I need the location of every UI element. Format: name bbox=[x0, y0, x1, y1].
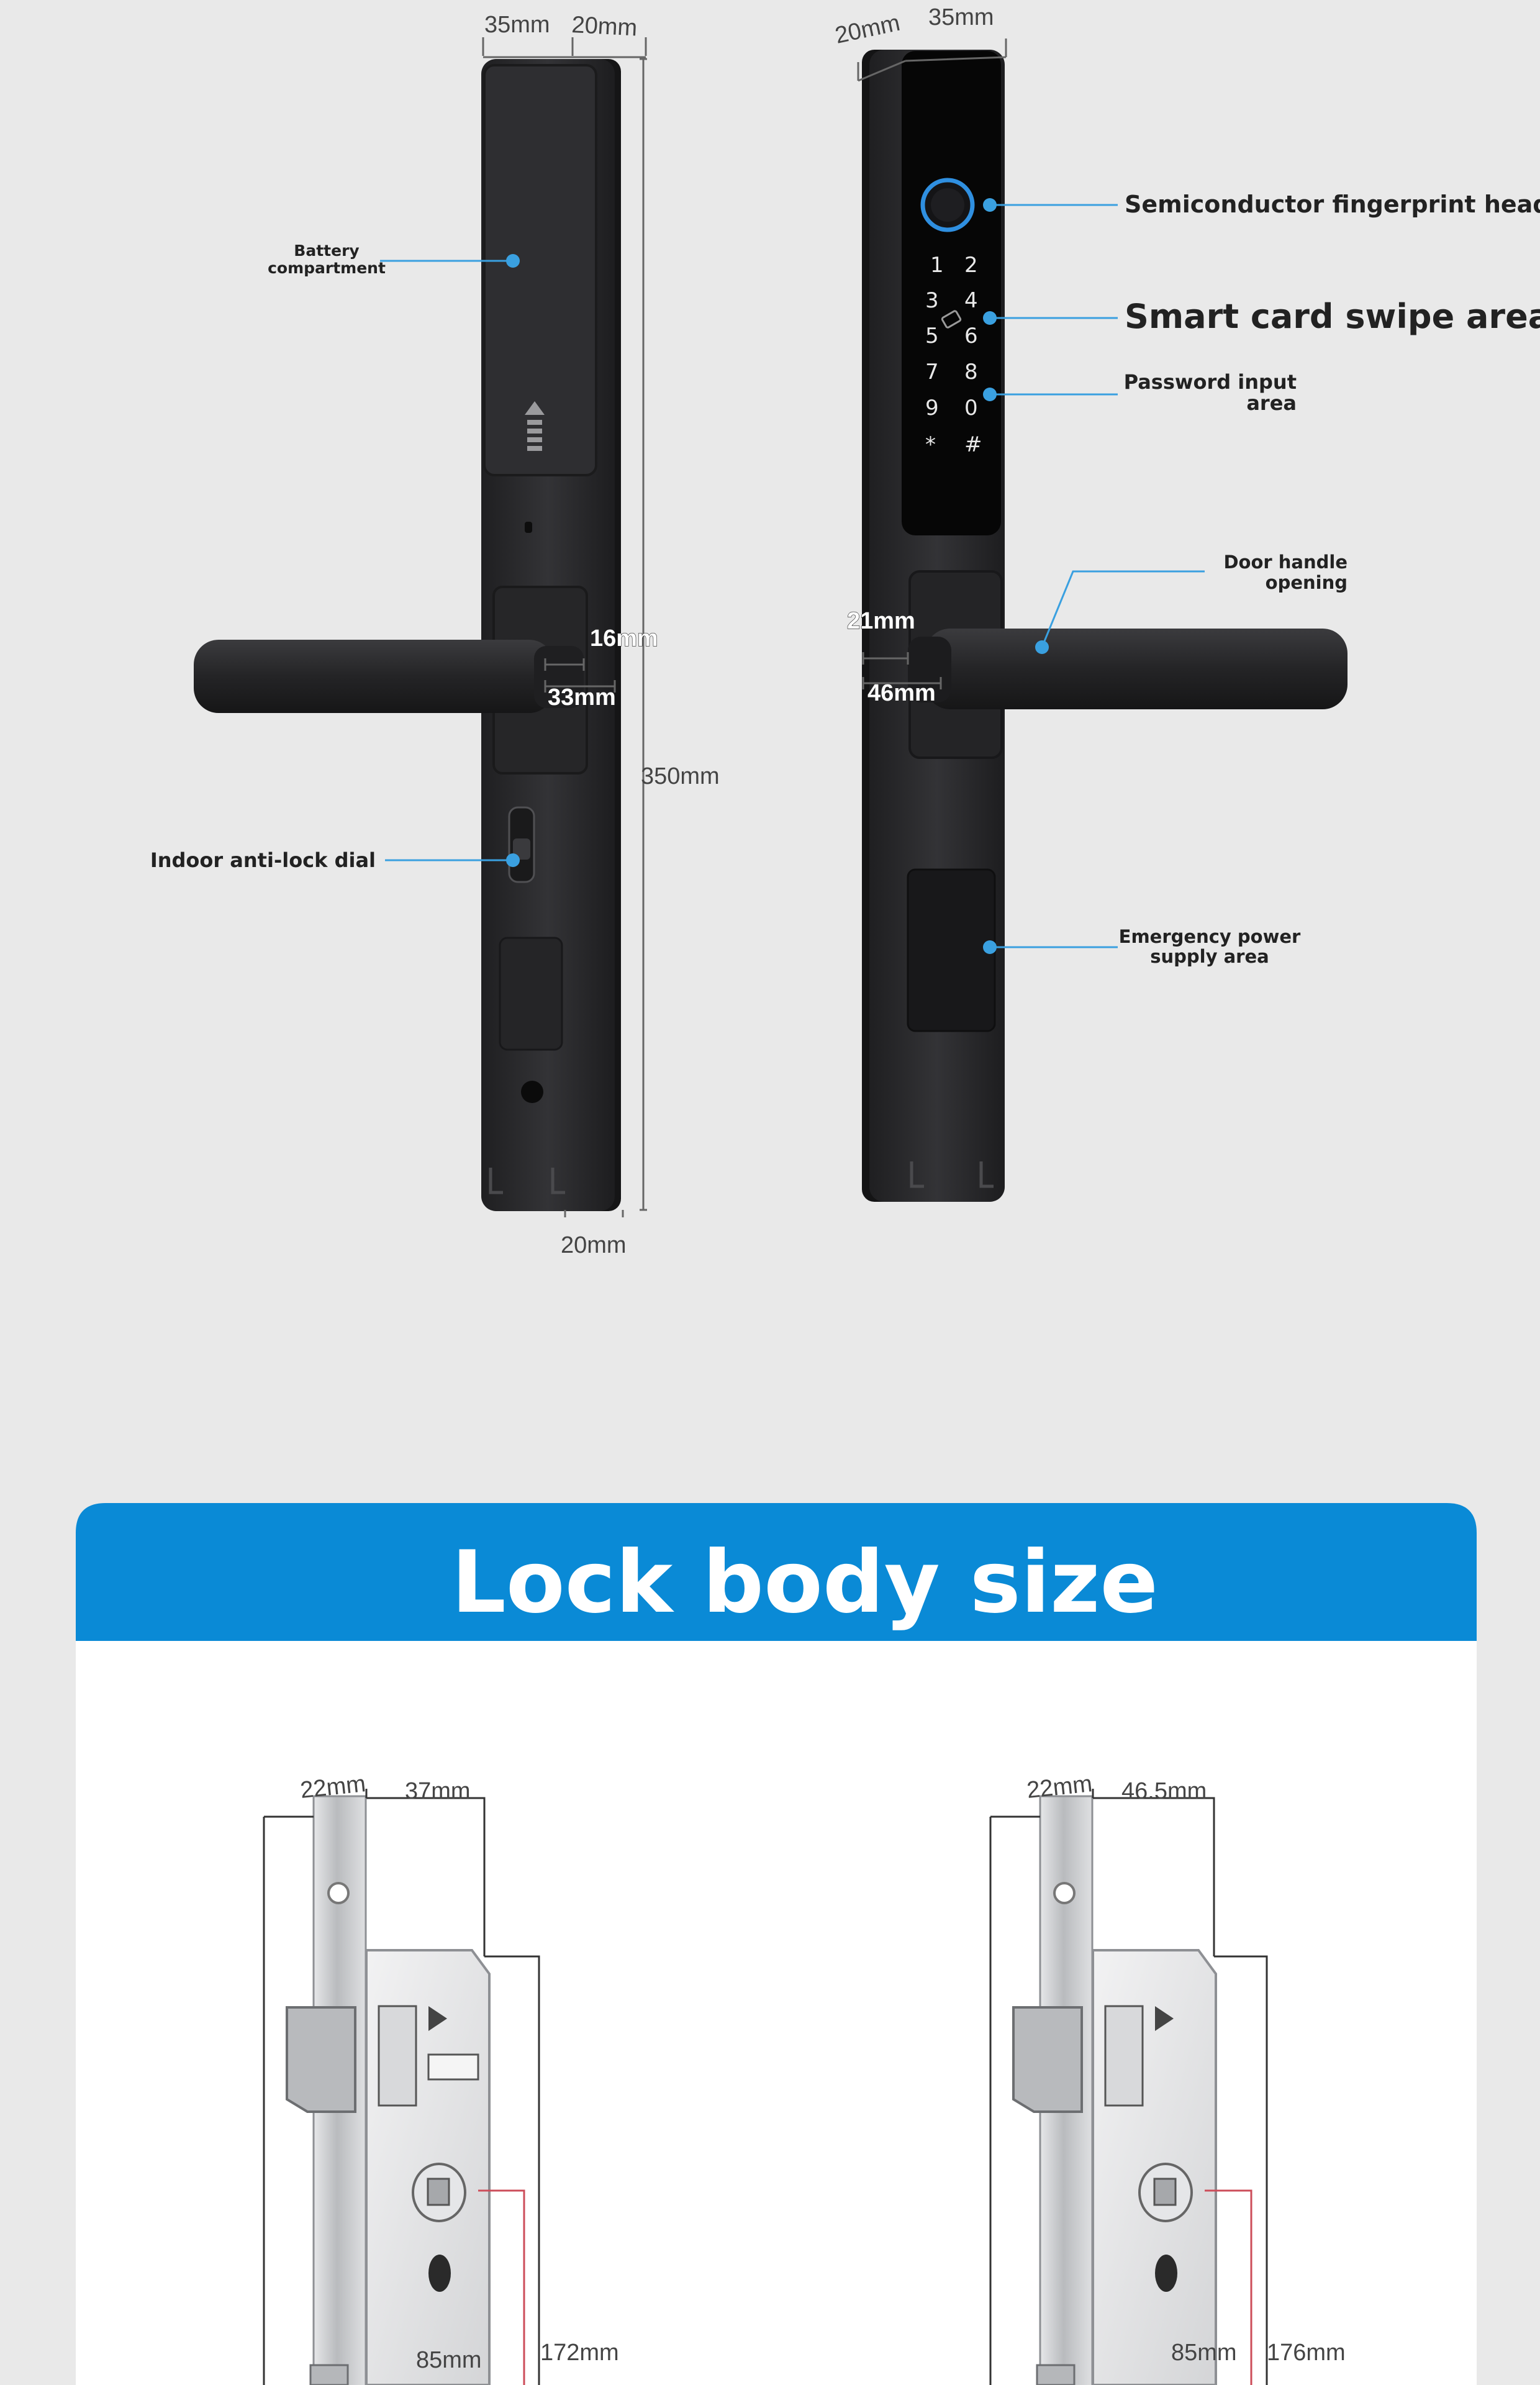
marker-battery bbox=[506, 254, 520, 268]
lower-button bbox=[499, 937, 563, 1051]
key-4: 4 bbox=[964, 288, 978, 313]
key-3: 3 bbox=[925, 288, 939, 313]
left-backset-dim: 37mm bbox=[405, 1778, 471, 1804]
indoor-lock bbox=[481, 59, 621, 1211]
dim-bottom-depth: 20mm bbox=[561, 1232, 627, 1258]
bottom-vents bbox=[910, 1161, 994, 1188]
mortise-left-dimensions bbox=[263, 1789, 540, 2385]
callout-battery-line1: Battery bbox=[294, 242, 359, 260]
emergency-power-panel bbox=[907, 868, 996, 1032]
callout-door-handle-line2: opening bbox=[1266, 572, 1348, 593]
outdoor-lock bbox=[862, 50, 1005, 1202]
callout-emergency-line2: supply area bbox=[1150, 946, 1269, 967]
touch-panel bbox=[902, 51, 1001, 535]
keypad: 1 2 3 4 5 6 7 8 9 0 * # bbox=[925, 253, 982, 457]
battery-cover bbox=[483, 64, 597, 476]
mortise-right-dimensions bbox=[989, 1789, 1268, 2385]
dim-left-depth: 20mm bbox=[571, 12, 638, 41]
dim-height: 350mm bbox=[641, 763, 720, 789]
key-5: 5 bbox=[925, 324, 939, 348]
callout-emergency-line1: Emergency power bbox=[1119, 926, 1301, 947]
left-center-dim: 85mm bbox=[416, 2347, 482, 2373]
key-6: 6 bbox=[964, 324, 978, 348]
callout-password-line2: area bbox=[1246, 391, 1297, 415]
key-star: * bbox=[925, 432, 936, 457]
latch-right bbox=[1012, 2006, 1083, 2113]
card-icon bbox=[941, 310, 962, 329]
key-hole bbox=[521, 1081, 543, 1103]
marker-password bbox=[983, 388, 997, 401]
key-hash: # bbox=[964, 432, 982, 457]
indoor-handle bbox=[194, 640, 554, 713]
section-header-bar bbox=[76, 1503, 1477, 1641]
dim-right-width: 35mm bbox=[928, 4, 994, 30]
callout-lines bbox=[380, 204, 1205, 948]
reset-hole bbox=[525, 522, 532, 533]
callout-fingerprint: Semiconductor fingerprint head bbox=[1125, 191, 1540, 218]
marker-emergency bbox=[983, 940, 997, 954]
dim-outer-base: 46mm bbox=[867, 680, 936, 706]
dim-right-depth: 20mm bbox=[833, 10, 902, 49]
key-7: 7 bbox=[925, 360, 939, 384]
marker-dial bbox=[506, 853, 520, 867]
indoor-handle-neck bbox=[534, 646, 584, 708]
right-center-dim: 85mm bbox=[1171, 2340, 1237, 2366]
left-height-dim: 172mm bbox=[540, 2340, 619, 2366]
mortise-left bbox=[286, 1795, 491, 2385]
arrow-up-icon bbox=[525, 401, 545, 451]
key-8: 8 bbox=[964, 360, 978, 384]
callout-card: Smart card swipe area bbox=[1125, 297, 1540, 336]
callout-battery-line2: compartment bbox=[268, 259, 386, 277]
dim-handle-neck: 16mm bbox=[590, 625, 658, 652]
latch-left bbox=[286, 2006, 356, 2113]
dim-left-width: 35mm bbox=[484, 12, 550, 38]
callout-markers bbox=[506, 198, 1049, 954]
marker-fingerprint bbox=[983, 198, 997, 212]
right-height-dim: 176mm bbox=[1267, 2340, 1346, 2366]
dim-handle-base: 33mm bbox=[548, 684, 616, 711]
mortise-right bbox=[1012, 1795, 1217, 2385]
callout-indoor-dial: Indoor anti-lock dial bbox=[150, 848, 376, 872]
key-1: 1 bbox=[930, 253, 944, 278]
key-9: 9 bbox=[925, 396, 939, 420]
callout-door-handle-line1: Door handle bbox=[1223, 552, 1348, 573]
marker-card bbox=[983, 311, 997, 325]
dim-outer-neck: 21mm bbox=[847, 608, 915, 634]
right-backset-dim: 46.5mm bbox=[1121, 1778, 1207, 1804]
key-0: 0 bbox=[964, 396, 978, 420]
section-title: Lock body size bbox=[451, 1532, 1158, 1632]
top-dimension-lines bbox=[482, 37, 1007, 1217]
callout-password-line1: Password input bbox=[1124, 370, 1297, 394]
key-2: 2 bbox=[964, 253, 978, 278]
outdoor-handle bbox=[925, 629, 1348, 709]
bottom-vents bbox=[489, 1168, 565, 1194]
indoor-anti-lock-dial bbox=[513, 838, 530, 860]
marker-door-handle bbox=[1035, 640, 1049, 654]
